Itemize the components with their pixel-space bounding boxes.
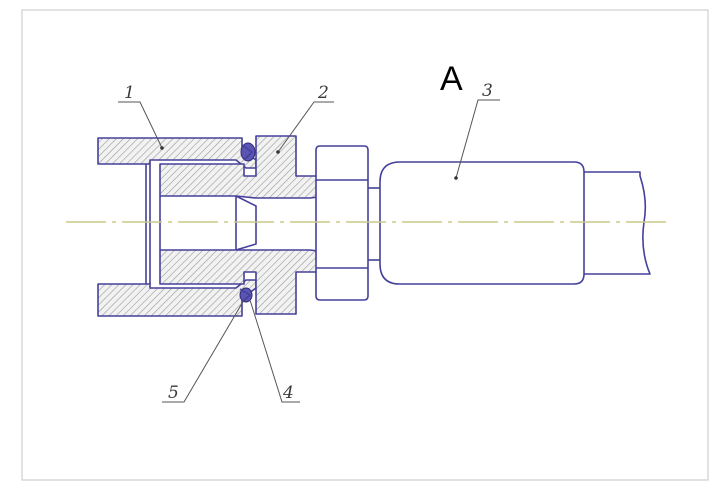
hex-nut bbox=[315, 145, 382, 301]
callout-label-5: 5 bbox=[168, 383, 179, 403]
view-label: A bbox=[440, 60, 463, 98]
fitting-body-lower-section bbox=[159, 249, 327, 315]
callout-label-2: 2 bbox=[317, 83, 329, 103]
callout-label-3: 3 bbox=[482, 81, 493, 101]
union-nut-part-1 bbox=[97, 137, 257, 317]
callout-label-4: 4 bbox=[282, 383, 294, 403]
callout-3: 3 bbox=[454, 81, 500, 180]
callout-label-1: 1 bbox=[124, 83, 135, 103]
callout-5: 5 bbox=[162, 299, 245, 403]
union-nut-upper-section bbox=[97, 137, 257, 169]
callout-1: 1 bbox=[118, 83, 164, 150]
fitting-body-part-2 bbox=[159, 135, 331, 315]
hose-sleeve-body bbox=[379, 161, 585, 285]
callout-4: 4 bbox=[249, 299, 300, 403]
hex-nut-body bbox=[315, 145, 369, 301]
callout-2: 2 bbox=[276, 83, 334, 154]
o-rings bbox=[239, 142, 256, 303]
